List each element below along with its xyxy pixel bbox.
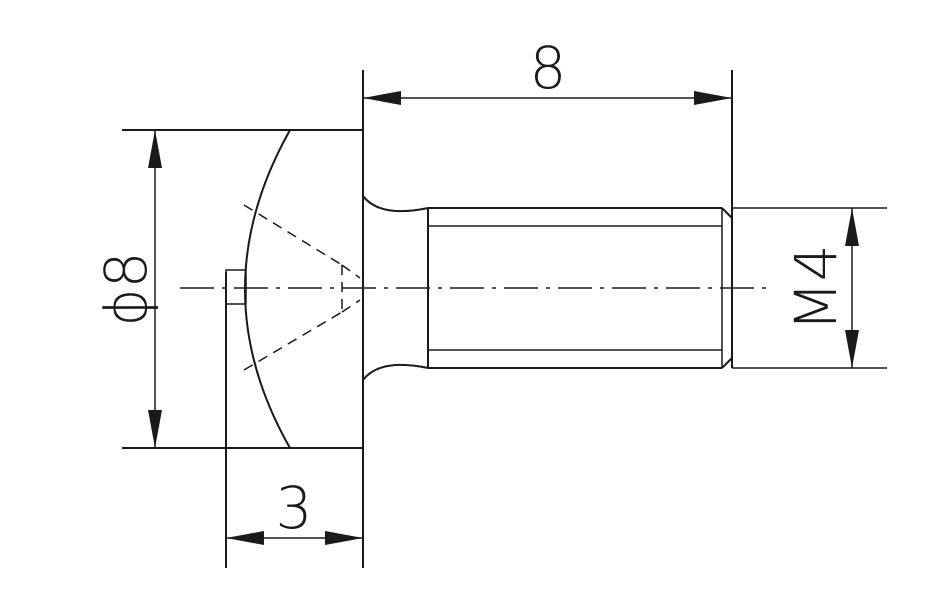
neck-fillet-top [362,195,429,213]
head-height-label: 3 [276,474,313,542]
chamfer-bottom [721,357,733,369]
chamfer-top [721,207,733,219]
dimension-length: 8 [363,34,732,105]
screw-head [122,70,364,568]
dimension-head-diameter: ϕ8 [92,130,162,448]
thread-label: M4 [782,245,850,332]
slot-mark [225,269,247,305]
neck-fillet-bottom [362,363,429,381]
head-diameter-label: ϕ8 [92,251,160,326]
screw-shank [362,70,733,381]
dimension-head-height: 3 [226,474,363,545]
head-dome-arc [244,129,291,449]
length-label: 8 [530,34,567,102]
dimension-thread: M4 [732,207,887,369]
